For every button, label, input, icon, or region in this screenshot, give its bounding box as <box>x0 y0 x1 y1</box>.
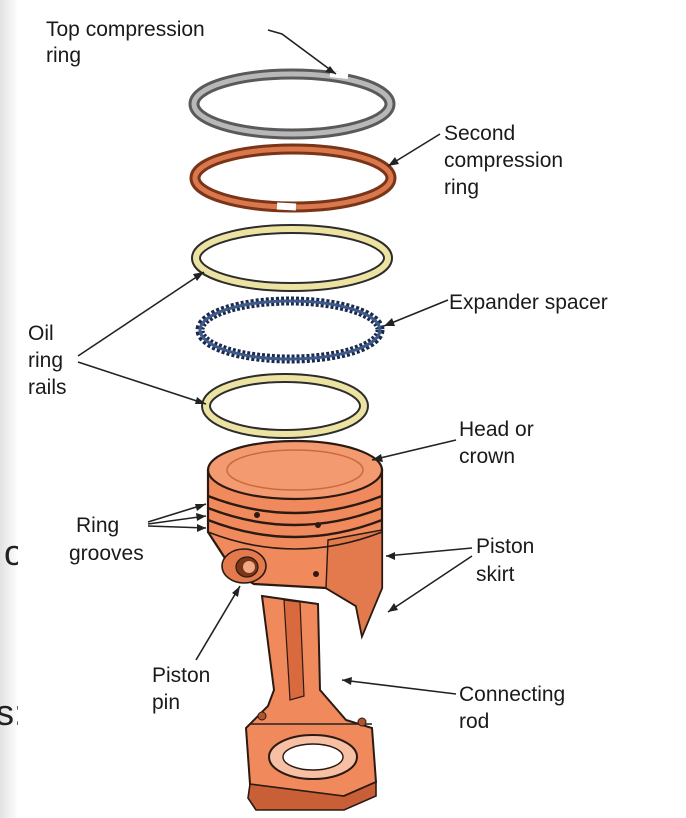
svg-text:Second: Second <box>444 122 515 145</box>
label-connecting-rod: Connecting rod <box>459 683 565 733</box>
svg-text:Connecting: Connecting <box>459 683 565 706</box>
svg-text:rod: rod <box>459 710 489 733</box>
svg-text:Ring: Ring <box>76 514 119 537</box>
label-second-compression-ring: Second compression ring <box>444 122 563 199</box>
label-piston-pin: Piston pin <box>152 664 210 714</box>
svg-text:skirt: skirt <box>476 563 515 586</box>
cropped-slide-text: o s: <box>0 0 18 818</box>
top-compression-ring <box>194 74 390 134</box>
expander-spacer <box>200 301 380 359</box>
label-top-compression-ring: Top compression ring <box>46 18 205 67</box>
svg-text:ring: ring <box>444 176 479 199</box>
connecting-rod <box>246 596 376 810</box>
svg-text:Oil: Oil <box>28 322 54 345</box>
svg-text:Top compression: Top compression <box>46 18 205 41</box>
piston-assembly-diagram: Top compression ring Second compression … <box>18 0 686 818</box>
svg-text:ring: ring <box>28 349 63 372</box>
svg-text:pin: pin <box>152 691 180 714</box>
svg-text:Head or: Head or <box>459 418 534 441</box>
svg-text:Piston: Piston <box>152 664 210 687</box>
svg-text:crown: crown <box>459 445 515 468</box>
cropped-text-fragment-2: s: <box>0 692 18 734</box>
svg-text:Expander spacer: Expander spacer <box>449 291 608 314</box>
second-compression-ring <box>195 149 391 207</box>
svg-text:ring: ring <box>46 44 81 67</box>
svg-text:grooves: grooves <box>69 542 144 565</box>
label-ring-grooves: Ring grooves <box>69 514 144 565</box>
oil-ring-rail-lower <box>206 378 364 434</box>
piston-diagram-panel: Top compression ring Second compression … <box>18 0 686 818</box>
label-expander-spacer: Expander spacer <box>449 291 608 314</box>
cropped-text-fragment-1: o <box>4 532 18 574</box>
svg-text:compression: compression <box>444 149 563 172</box>
label-head-or-crown: Head or crown <box>459 418 534 468</box>
svg-text:Piston: Piston <box>476 535 534 558</box>
label-oil-ring-rails: Oil ring rails <box>28 322 67 399</box>
svg-text:rails: rails <box>28 376 67 399</box>
oil-ring-rail-upper <box>196 229 388 287</box>
label-piston-skirt: Piston skirt <box>476 535 534 586</box>
